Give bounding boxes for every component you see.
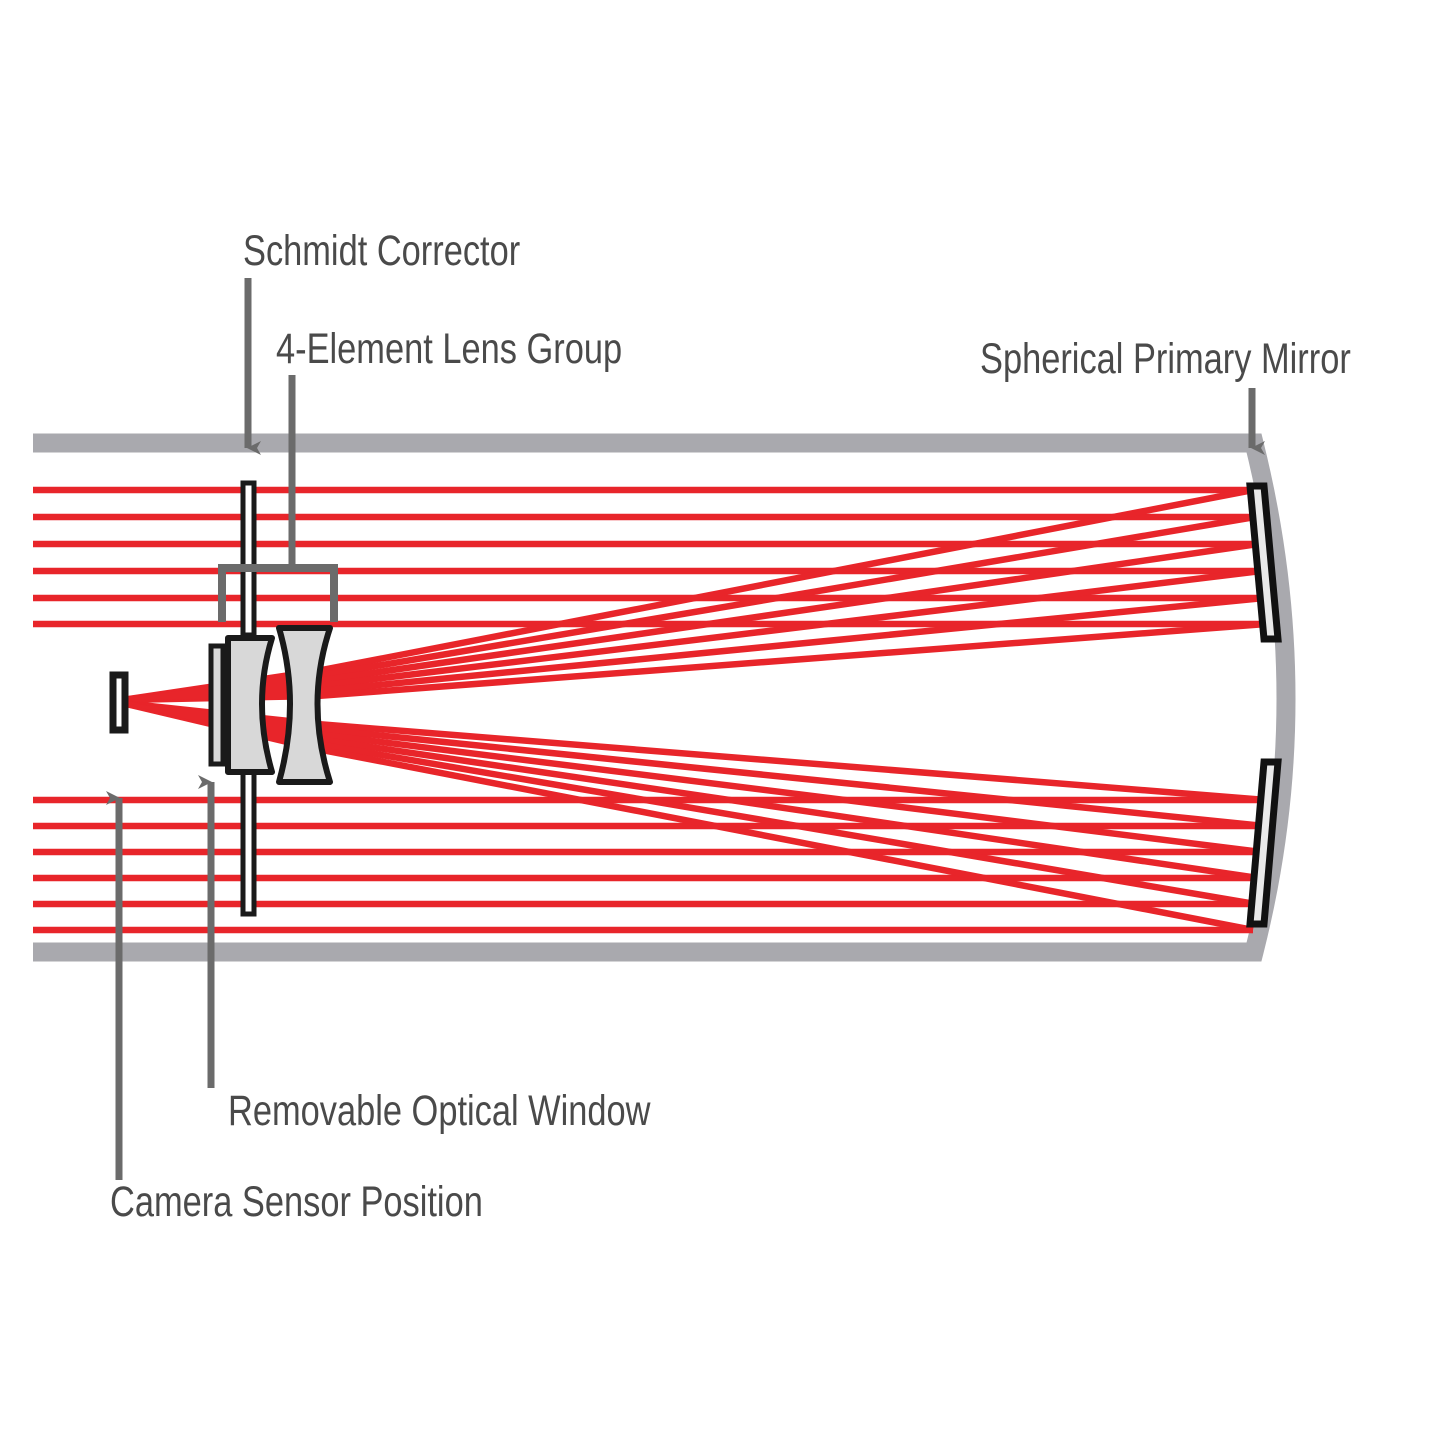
ray-ref-u6 bbox=[316, 620, 1267, 700]
lens-element-1 bbox=[208, 643, 226, 767]
lens-element-2b bbox=[259, 637, 275, 773]
lens-group bbox=[208, 625, 333, 785]
label-schmidt-corrector: Schmidt Corrector bbox=[243, 227, 521, 275]
leader-lines bbox=[106, 278, 1265, 1180]
ray-ref-l4 bbox=[316, 735, 1259, 882]
label-spherical-primary-mirror: Spherical Primary Mirror bbox=[980, 335, 1351, 383]
ray-ref-u1 bbox=[316, 486, 1254, 675]
primary-mirror bbox=[1246, 482, 1282, 928]
ray-ref-u3 bbox=[316, 540, 1259, 685]
ray-ref-u5 bbox=[316, 594, 1265, 695]
lens-group-bracket bbox=[218, 564, 338, 622]
camera-sensor bbox=[109, 671, 129, 734]
ray-ref-u4 bbox=[316, 567, 1262, 690]
label-camera-sensor-position: Camera Sensor Position bbox=[110, 1178, 483, 1226]
ray-ref-l3 bbox=[316, 730, 1262, 856]
label-removable-optical-window: Removable Optical Window bbox=[228, 1087, 651, 1135]
primary-mirror-upper bbox=[1246, 482, 1282, 643]
ray-ref-l6 bbox=[316, 745, 1254, 934]
ray-ref-l5 bbox=[316, 740, 1256, 908]
lens-element-4 bbox=[276, 627, 293, 783]
ray-ref-l1 bbox=[316, 720, 1267, 804]
ray-ref-l2 bbox=[316, 725, 1265, 830]
ray-bundle bbox=[33, 486, 1267, 934]
ray-ref-u2 bbox=[316, 513, 1256, 680]
label-four-element-lens-group: 4-Element Lens Group bbox=[276, 325, 623, 373]
primary-mirror-lower bbox=[1246, 758, 1282, 928]
